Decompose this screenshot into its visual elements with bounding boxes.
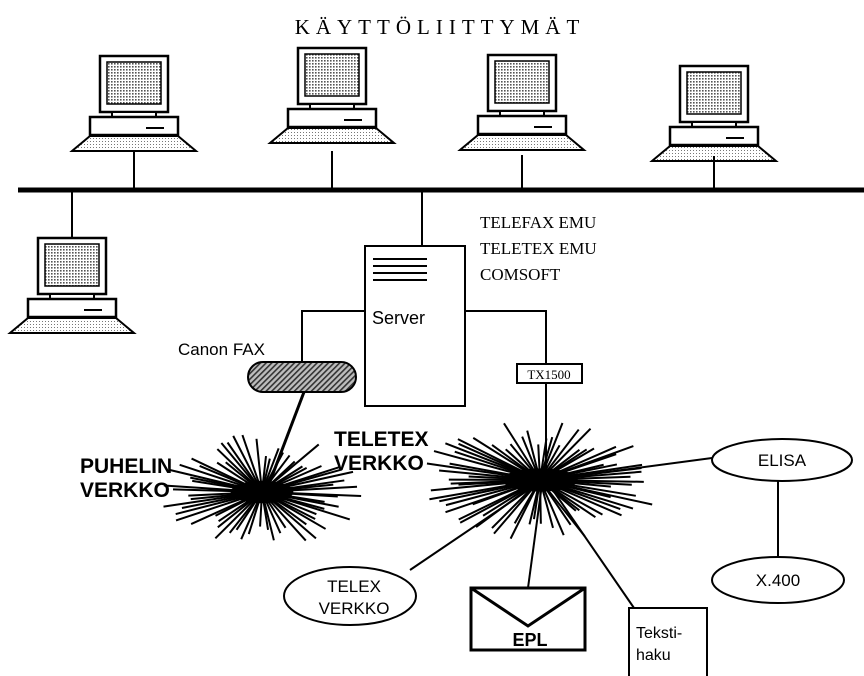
fax-label: Canon FAX [178,340,265,359]
workstations [7,46,779,334]
tekstihaku-box [628,607,708,676]
phone-network-burst [163,434,362,542]
server-label: Server [372,308,425,328]
tekstihaku-label-line2: haku [636,647,671,664]
fax-to-phone-link [264,391,306,493]
tekstihaku-label-line1: Teksti- [636,625,682,642]
x400-label: X.400 [756,571,800,590]
service-comsoft: COMSOFT [480,265,561,284]
telex-label-line2: VERKKO [319,599,390,618]
workstation-4 [649,64,779,162]
workstation-3 [457,53,587,151]
diagram-title: KÄYTTÖLIITTYMÄT [295,15,586,39]
workstation-2 [267,46,397,144]
phone-network-label: PUHELIN VERKKO [80,455,172,502]
teletex-network-burst [426,422,653,540]
telex-label-line1: TELEX [327,577,381,596]
teletex-network-label-line1: TELETEX [334,428,429,451]
tx1500-label: TX1500 [527,367,570,382]
epl-envelope-icon [469,586,587,652]
server: Server [364,245,466,407]
telex-network-node [283,566,417,626]
teletex-network-label-line2: VERKKO [334,452,424,475]
elisa-node [711,438,853,482]
teletex-network-label: TELETEX VERKKO [334,428,429,475]
bus-drops [71,151,715,246]
service-telefax-emu: TELEFAX EMU [480,213,596,232]
epl-label: EPL [512,630,547,650]
workstation-1 [69,54,199,152]
fax-device [247,361,357,393]
elisa-label: ELISA [758,451,807,470]
service-teletex-emu: TELETEX EMU [480,239,597,258]
phone-network-label-line1: PUHELIN [80,455,172,478]
x400-node [711,556,845,604]
phone-network-label-line2: VERKKO [80,479,170,502]
tx1500-box [516,363,583,384]
teletex-links [409,457,779,609]
workstation-5 [7,236,137,334]
